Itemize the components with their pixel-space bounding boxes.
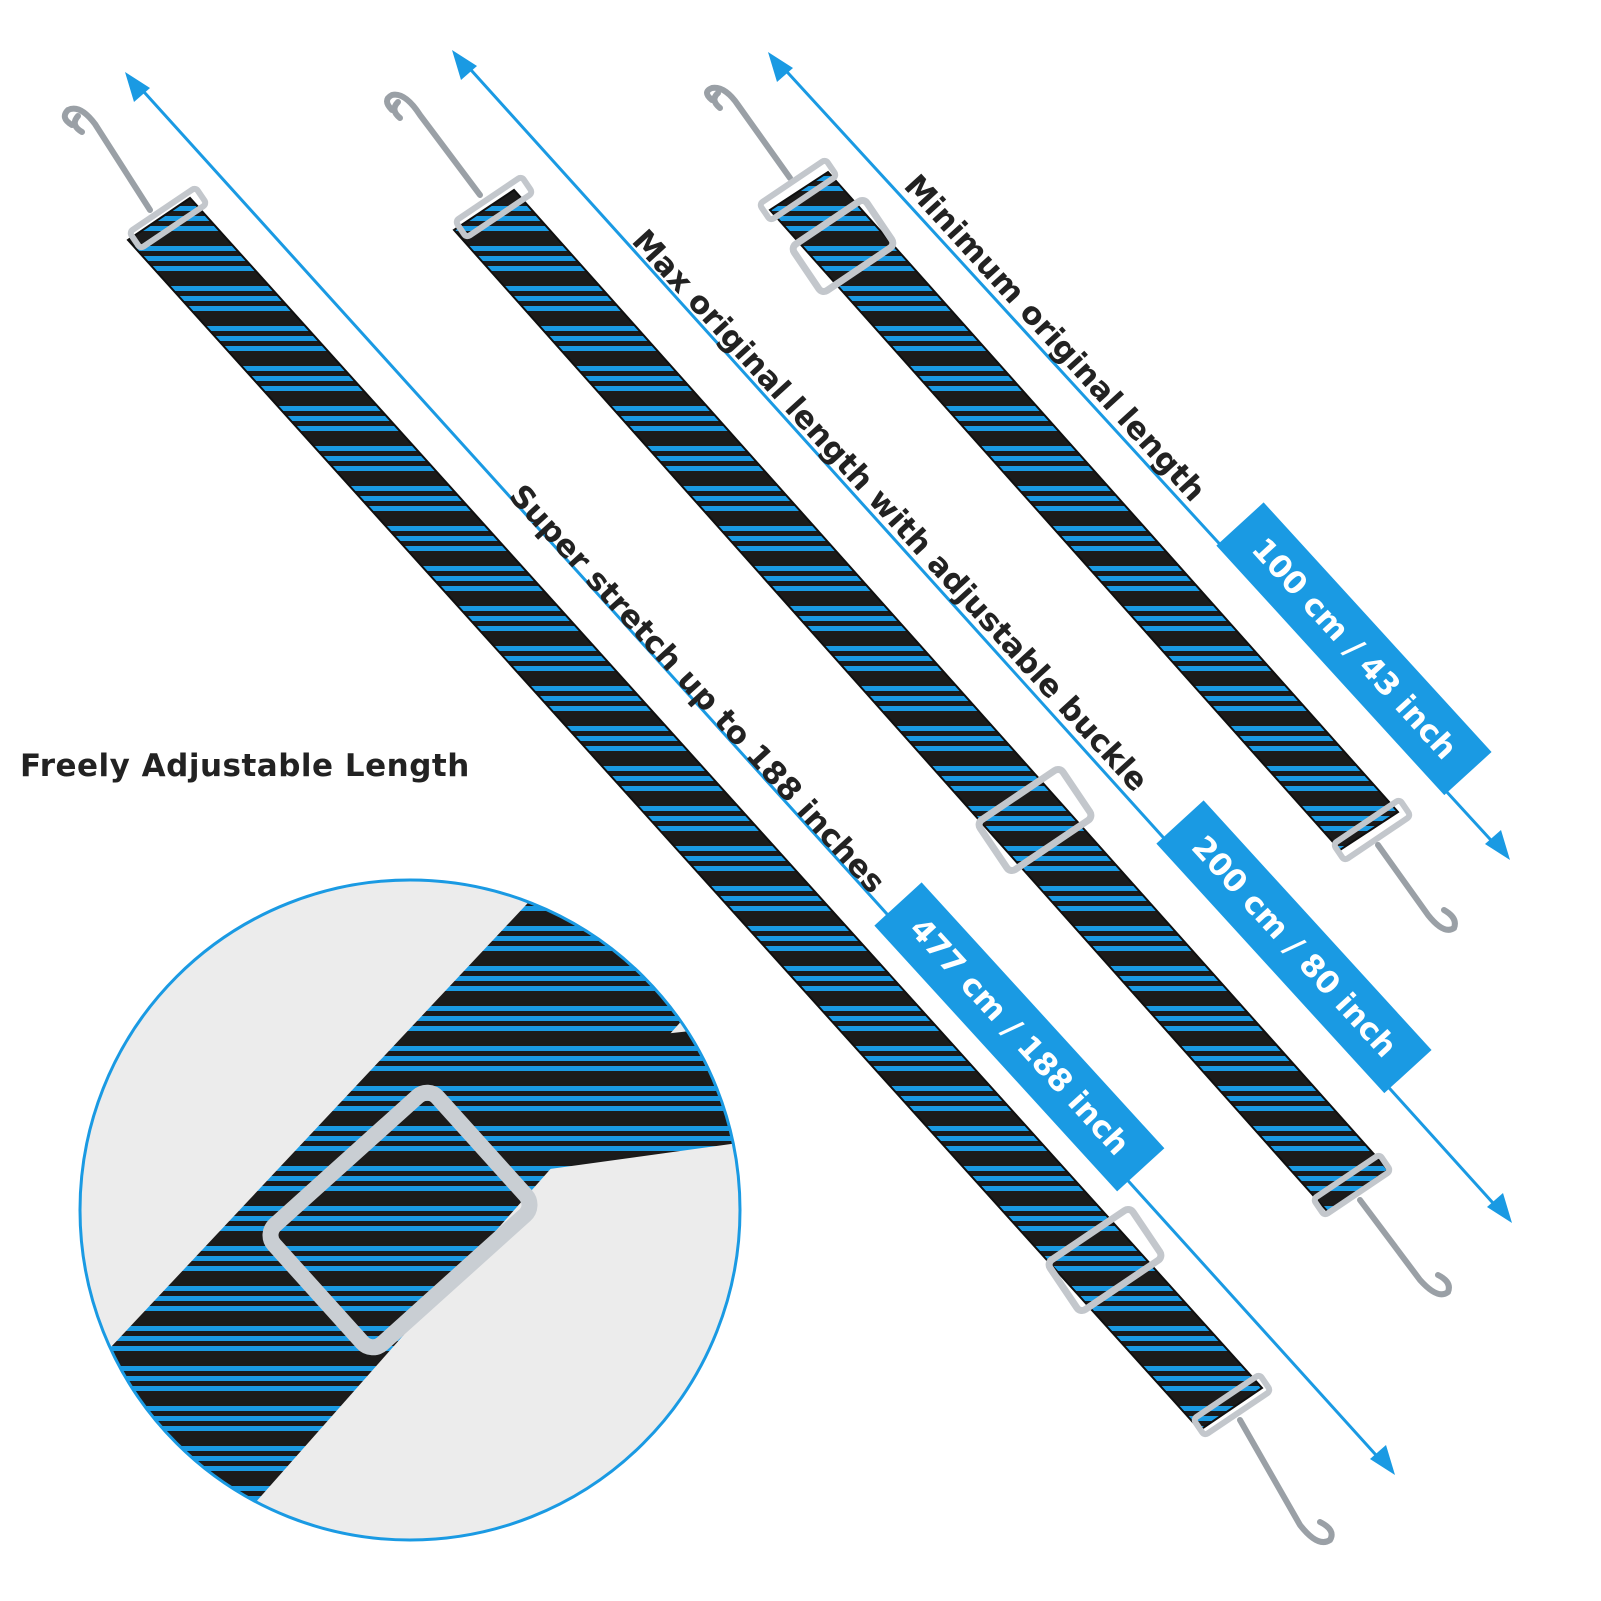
strap-body: [126, 196, 1264, 1432]
end-ring-icon: [127, 185, 209, 251]
hook-bottom-icon: [1357, 1197, 1452, 1298]
buckle-icon: [1045, 1205, 1165, 1315]
hook-bottom-icon: [1237, 1417, 1335, 1546]
inset-strap-main: [80, 890, 700, 1520]
buckle-icon: [975, 765, 1095, 875]
headline: Freely Adjustable Length: [20, 748, 470, 784]
strap-min: [704, 84, 1458, 933]
end-ring-icon: [453, 174, 535, 240]
end-ring-icon: [1331, 797, 1413, 863]
buckle-icon: [789, 197, 897, 295]
dimension-arrow-stretch: [125, 72, 1395, 1475]
end-ring-icon: [1311, 1152, 1393, 1218]
end-ring-icon: [757, 157, 839, 223]
strap-max: [384, 91, 1452, 1298]
hook-top-icon: [704, 84, 793, 181]
end-ring-icon: [1191, 1372, 1273, 1438]
detail-inset: [78, 878, 742, 1542]
strap-body: [768, 170, 1400, 852]
buckle-icon: [262, 1084, 538, 1356]
hook-top-icon: [384, 91, 483, 198]
hook-bottom-icon: [1375, 842, 1458, 933]
strap-stretch: [61, 105, 1335, 1546]
hook-top-icon: [61, 105, 153, 213]
